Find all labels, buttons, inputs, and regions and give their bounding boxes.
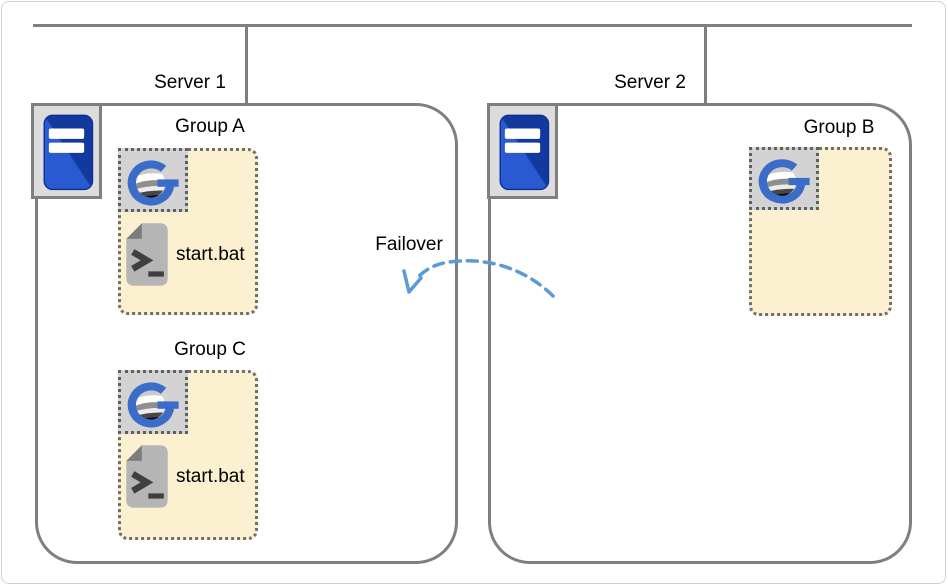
server-tower-icon [34,106,99,196]
network-bus-line [33,24,912,27]
server1-label: Server 1 [154,72,226,93]
server2-connector-line [704,26,707,104]
group-c-script-label: start.bat [176,465,245,487]
failover-label: Failover [375,234,443,255]
g-globe-logo-icon [121,373,185,431]
group-c-label: Group C [174,339,246,360]
batch-script-icon [125,222,169,287]
group-a-app [118,148,188,212]
server2-host [487,103,558,199]
group-c-app [118,370,188,434]
server-tower-icon [490,106,555,196]
group-a-script-item [125,222,169,287]
g-globe-logo-icon [752,150,816,207]
group-b-app [749,147,819,210]
batch-script-icon [125,444,169,509]
group-a-script-label: start.bat [176,243,245,265]
g-globe-logo-icon [121,151,185,209]
group-b-label: Group B [803,117,875,138]
group-a-label: Group A [175,116,245,137]
server1-connector-line [245,26,248,104]
server2-label: Server 2 [614,72,686,93]
server1-host [31,103,102,199]
group-c-script-item [125,444,169,509]
